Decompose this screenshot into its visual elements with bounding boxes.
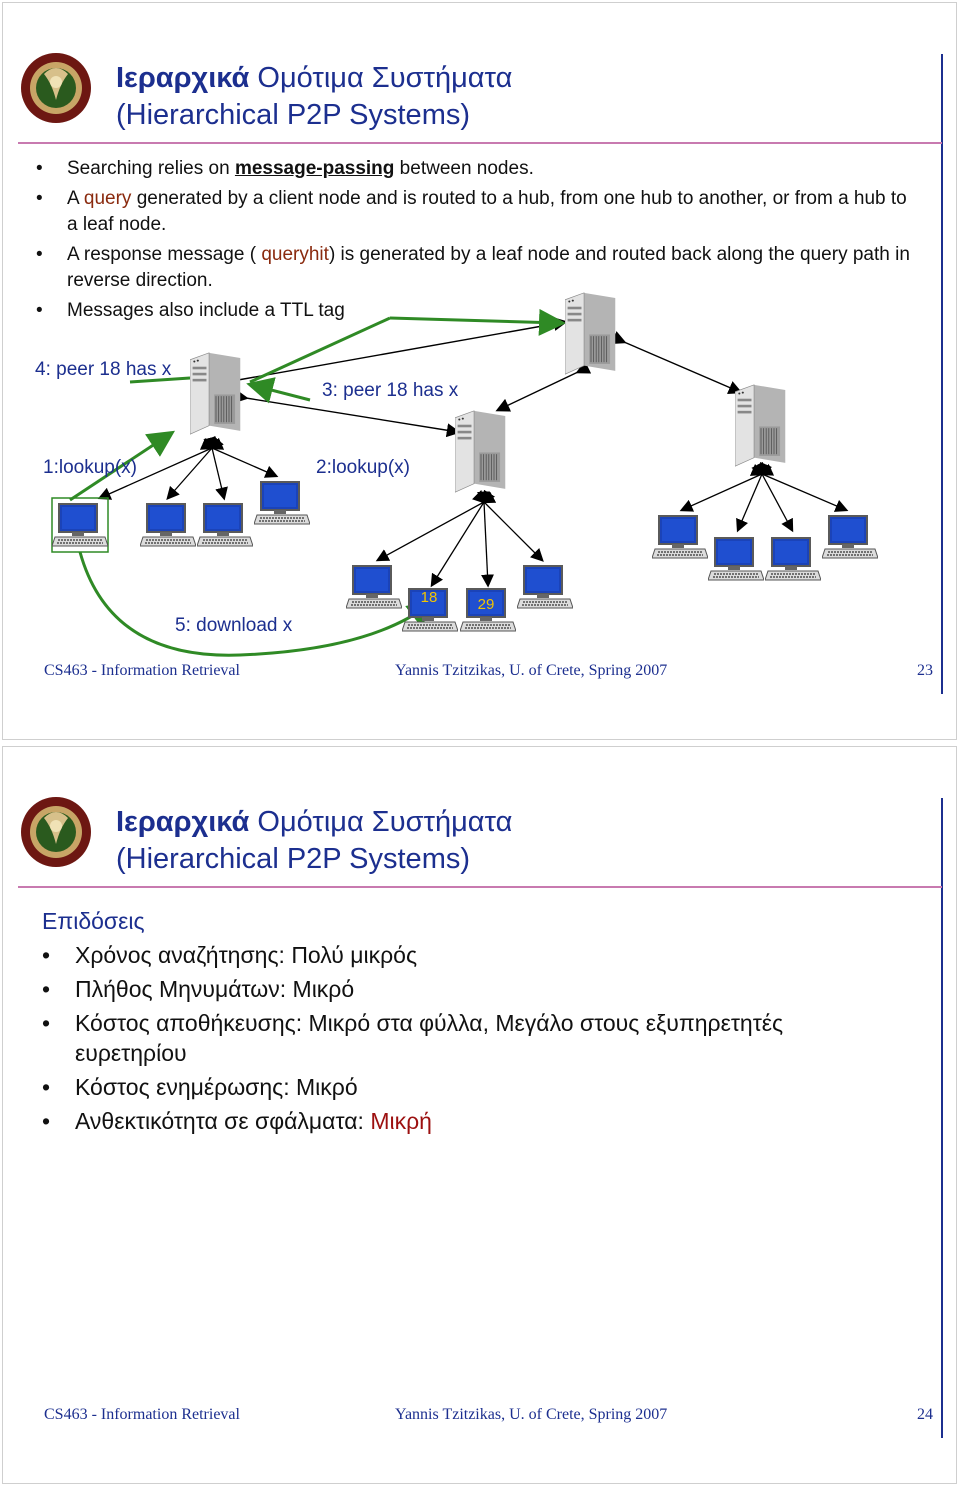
fault-tolerance-value: Μικρή	[370, 1108, 432, 1134]
text: generated by a client node and is routed…	[67, 188, 907, 235]
response-arrow-3	[246, 377, 311, 404]
hub-link-1-2	[225, 317, 568, 389]
title-bold-word: Ιεραρχικά	[116, 806, 250, 838]
peer-id-18: 18	[421, 589, 438, 606]
network-diagram: 18 29	[51, 292, 878, 657]
hub-server-2	[565, 292, 616, 375]
title-vertical-rule	[941, 798, 943, 1438]
text: A response message (	[67, 244, 262, 265]
item-message-count: Πλήθος Μηνυμάτων: Μικρό	[42, 974, 862, 1004]
bullet-queryhit: A response message ( queryhit) is genera…	[36, 242, 916, 294]
leaf-pc	[346, 564, 402, 610]
footer-author: Yannis Tzitzikas, U. of Crete, Spring 20…	[395, 1406, 668, 1423]
item-fault-tolerance: Ανθεκτικότητα σε σφάλματα: Μικρή	[42, 1106, 862, 1136]
requesting-client-box	[51, 497, 109, 553]
label-step-1: 1:lookup(x)	[43, 457, 137, 478]
label-step-3: 3: peer 18 has x	[322, 380, 459, 401]
footer-course: CS463 - Information Retrieval	[44, 1406, 240, 1423]
footer-page-number: 24	[917, 1406, 933, 1423]
title-horizontal-rule	[18, 142, 942, 144]
university-logo	[20, 796, 92, 868]
title-line2: (Hierarchical P2P Systems)	[116, 99, 471, 131]
section-heading: Επιδόσεις	[42, 908, 145, 934]
title-vertical-rule	[941, 54, 943, 694]
title-bold-word: Ιεραρχικά	[116, 62, 250, 94]
emphasis-message-passing: message-passing	[234, 158, 395, 179]
text: between nodes.	[394, 158, 534, 179]
text: A	[67, 188, 84, 209]
label-step-5: 5: download x	[175, 615, 293, 636]
bullet-query: A query generated by a client node and i…	[36, 186, 916, 238]
title-line1-rest: Ομότιμα Συστήματα	[249, 806, 513, 838]
leaf-pc	[517, 564, 573, 610]
item-update-cost: Κόστος ενημέρωσης: Μικρό	[42, 1072, 862, 1102]
highlight-queryhit: queryhit	[261, 244, 329, 265]
hub-link-1-3	[233, 389, 461, 438]
item-storage-cost: Κόστος αποθήκευσης: Μικρό στα φύλλα, Μεγ…	[42, 1008, 862, 1068]
footer-page-number: 23	[917, 662, 933, 679]
hub-link-2-3	[495, 360, 592, 412]
hub-server-1	[190, 352, 241, 435]
leaf-pc	[197, 502, 253, 548]
hub-server-4	[735, 384, 786, 467]
label-step-2: 2:lookup(x)	[316, 457, 410, 478]
download-arrow-5	[78, 551, 435, 657]
bullet-message-passing: Searching relies on message-passing betw…	[36, 156, 916, 182]
item-search-time: Χρόνος αναζήτησης: Πολύ μικρός	[42, 940, 862, 970]
query-arrow-2-base	[389, 308, 566, 336]
leaf-pc	[140, 502, 196, 548]
hub-link-2-4	[610, 331, 743, 394]
peer-id-29: 29	[478, 596, 495, 613]
footer-author: Yannis Tzitzikas, U. of Crete, Spring 20…	[395, 662, 668, 679]
query-arrow-1	[69, 430, 176, 502]
performance-list: Χρόνος αναζήτησης: Πολύ μικρός Πλήθος Μη…	[42, 940, 862, 1140]
title-line1-rest: Ομότιμα Συστήματα	[249, 62, 513, 94]
bullet-list: Searching relies on message-passing betw…	[36, 156, 916, 328]
highlight-query: query	[83, 188, 132, 209]
leaf-pc	[254, 480, 310, 526]
hub-server-3	[455, 410, 506, 493]
slide-frame	[2, 746, 957, 1484]
response-arrow-4	[129, 376, 191, 384]
leaf-pc	[708, 536, 764, 582]
label-step-4: 4: peer 18 has x	[35, 359, 172, 380]
slide-title: Ιεραρχικά Ομότιμα Συστήματα (Hierarchica…	[116, 60, 512, 134]
slide-title: Ιεραρχικά Ομότιμα Συστήματα (Hierarchica…	[116, 804, 512, 878]
leaf-pc	[765, 536, 821, 582]
leaf-pc	[822, 514, 878, 560]
text: ) is generated by a leaf node and routed…	[67, 244, 910, 291]
slide-frame	[2, 2, 957, 740]
slide-24: Ιεραρχικά Ομότιμα Συστήματα (Hierarchica…	[0, 744, 960, 1489]
query-arrow-2	[249, 316, 391, 384]
text: Ανθεκτικότητα σε σφάλματα:	[75, 1108, 371, 1134]
text: Searching relies on	[67, 158, 235, 179]
title-line2: (Hierarchical P2P Systems)	[116, 843, 471, 875]
bullet-ttl: Messages also include a TTL tag	[36, 298, 916, 324]
leaf-pc	[652, 514, 708, 560]
title-horizontal-rule	[18, 886, 942, 888]
leaf-pc-client	[52, 502, 108, 548]
slide-23: Ιεραρχικά Ομότιμα Συστήματα (Hierarchica…	[0, 0, 960, 744]
footer-course: CS463 - Information Retrieval	[44, 662, 240, 679]
